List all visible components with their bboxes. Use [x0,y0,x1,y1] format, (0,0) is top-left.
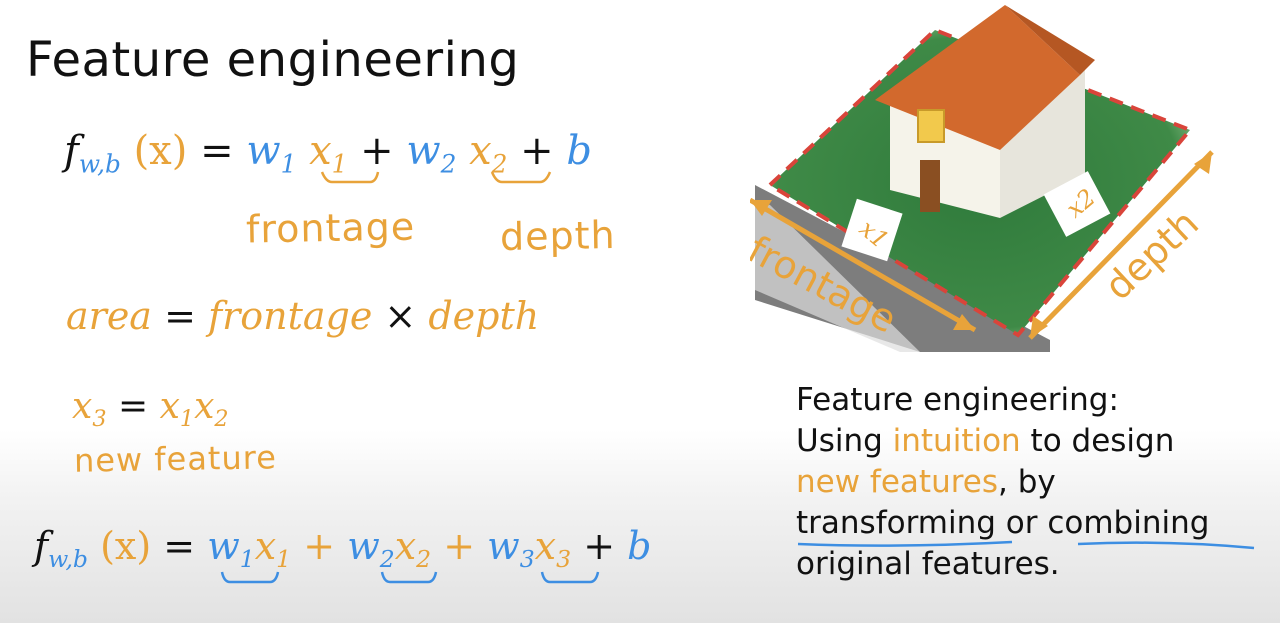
house-roof-side [1005,5,1095,75]
x2-term: x2 [394,524,432,574]
equals-sign: = [200,128,234,174]
definition-line-4: transforming or combining [796,505,1210,541]
x2-term: x2 [194,386,229,432]
times-sign: × [384,294,417,338]
definition-line-2: Using intuition to design [796,423,1175,459]
x2-term: x2 [469,128,508,179]
b-term: b [566,128,593,174]
house-window [917,109,945,143]
transforming-word: transforming [796,505,996,541]
f-subscript: w,b [78,149,121,179]
x3-term: x3 [72,386,107,432]
depth-arrow [1028,150,1214,340]
f-argument: (x) [100,524,152,568]
lot-boundary [766,27,1194,338]
w1-term: w1 [246,128,297,179]
sidewalk [755,200,920,352]
w2-term: w2 [406,128,457,179]
x1-term: x1 [254,524,292,574]
area-equation: area = frontage × depth [66,294,539,338]
model-equation-1: fw,b (x) = w1 x1 + w2 x2 + b [64,128,592,179]
x1-term: x1 [309,128,348,179]
plus-sign: + [360,128,394,174]
slide-title: Feature engineering [26,32,520,88]
plus-sign: + [443,524,476,568]
x1-sign [841,198,903,262]
plus-sign: + [303,524,336,568]
definition-note: Feature engineering: Using intuition to … [796,380,1209,585]
intuition-highlight: intuition [892,423,1021,459]
b-term: b [627,524,652,568]
definition-line-5: original features. [796,546,1060,582]
f-symbol: f [34,524,49,568]
depth-label: depth [428,294,540,338]
frontage-arrow [750,197,977,333]
w2-term: w2 [347,524,395,574]
new-features-highlight: new features [796,464,998,500]
house-lot-illustration: x1 x2 frontage depth [750,5,1214,352]
plus-sign: + [520,128,554,174]
house-door [920,160,940,212]
frontage-label: frontage [208,294,373,338]
w3-term: w3 [487,524,535,574]
x1-term: x1 [159,386,195,432]
equals-sign: = [164,294,196,338]
f-symbol: f [64,128,79,174]
x2-sign [1043,171,1111,237]
model-equation-2: fw,b (x) = w1x1 + w2x2 + w3x3 + b [34,524,651,573]
w1-term: w1 [207,524,255,574]
f-subscript: w,b [48,545,88,574]
x3-term: x3 [534,524,572,574]
plus-sign: + [583,524,616,568]
combining-word: combining [1047,505,1210,541]
area-label: area [66,294,152,338]
x3-equation: x3 = x1x2 [72,386,229,432]
definition-line-1: Feature engineering: [796,382,1119,418]
definition-line-3: new features, by [796,464,1056,500]
equals-sign: = [117,386,149,427]
equals-sign: = [163,524,196,568]
f-argument: (x) [133,128,188,174]
